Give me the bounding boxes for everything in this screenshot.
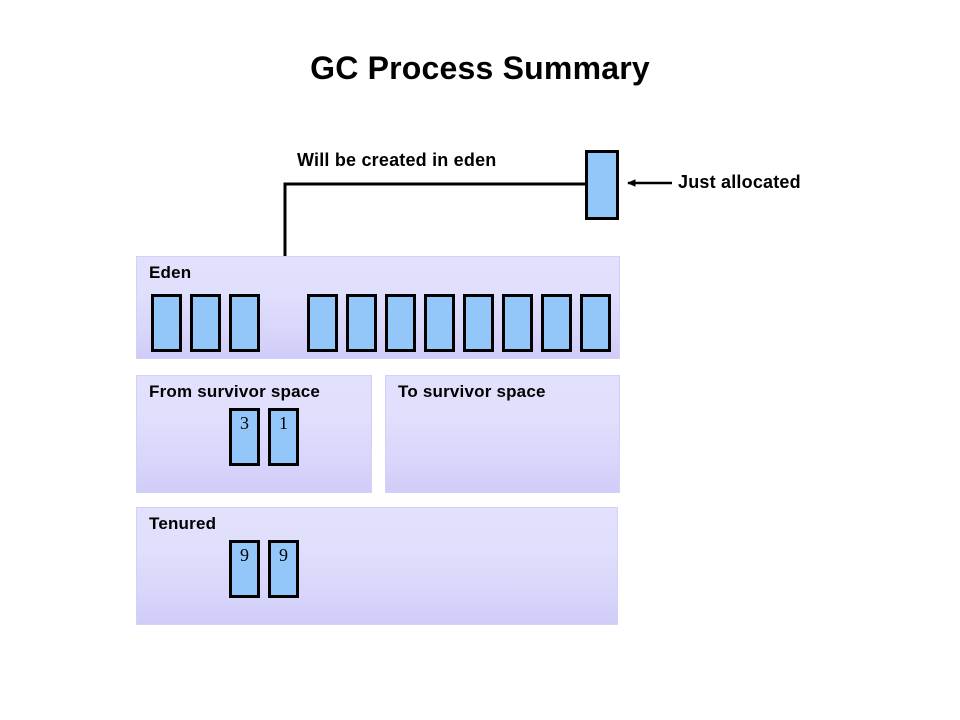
region-tenured-label: Tenured [149, 514, 217, 533]
object-block: 9 [229, 540, 260, 598]
object-block [307, 294, 338, 352]
region-to-survivor-space: To survivor space [385, 375, 620, 493]
annotation-just-allocated: Just allocated [678, 172, 801, 192]
just-allocated-object-block [585, 150, 619, 220]
region-from-survivor-space-label: From survivor space [149, 382, 321, 401]
annotation-will-be-created: Will be created in eden [297, 150, 497, 170]
object-block: 9 [268, 540, 299, 598]
region-eden-blocks [151, 294, 619, 352]
object-block [424, 294, 455, 352]
object-block [463, 294, 494, 352]
object-block [580, 294, 611, 352]
object-block [346, 294, 377, 352]
region-eden-label: Eden [149, 263, 192, 282]
object-block [541, 294, 572, 352]
object-block [190, 294, 221, 352]
object-block [502, 294, 533, 352]
empty-slot [268, 294, 299, 352]
object-block [229, 294, 260, 352]
region-eden: Eden [136, 256, 620, 359]
object-block [151, 294, 182, 352]
object-block: 1 [268, 408, 299, 466]
object-block [385, 294, 416, 352]
page-title: GC Process Summary [310, 50, 650, 86]
region-to-survivor-space-label: To survivor space [398, 382, 546, 401]
object-block: 3 [229, 408, 260, 466]
